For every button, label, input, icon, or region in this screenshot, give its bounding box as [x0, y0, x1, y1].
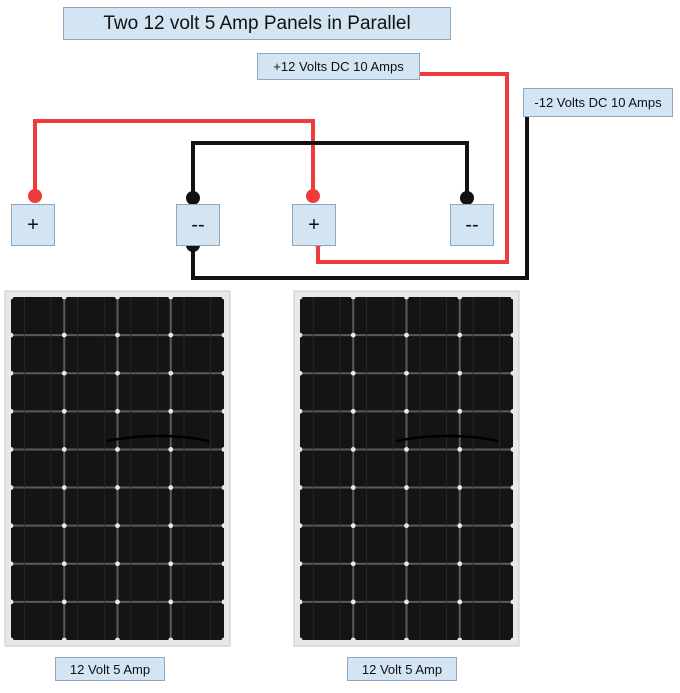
- panel-2-caption: 12 Volt 5 Amp: [347, 657, 457, 681]
- panel-1-caption: 12 Volt 5 Amp: [55, 657, 165, 681]
- negative-wire-output: [191, 117, 529, 280]
- positive-output-label: +12 Volts DC 10 Amps: [257, 53, 420, 80]
- negative-dot-3: [460, 191, 474, 205]
- negative-wire-top: [191, 141, 469, 198]
- panel-1-positive-terminal: +: [11, 204, 55, 246]
- panel-1-negative-terminal: --: [176, 204, 220, 246]
- solar-panel-2: [293, 290, 520, 647]
- positive-dot-1: [28, 189, 42, 203]
- panel-2-positive-terminal: +: [292, 204, 336, 246]
- panel-2-negative-terminal: --: [450, 204, 494, 246]
- positive-wire-left: [33, 119, 315, 196]
- negative-dot-1: [186, 191, 200, 205]
- diagram-title: Two 12 volt 5 Amp Panels in Parallel: [63, 7, 451, 40]
- positive-dot-2: [306, 189, 320, 203]
- negative-output-label: -12 Volts DC 10 Amps: [523, 88, 673, 117]
- positive-wire-output: [316, 72, 509, 264]
- solar-panel-1: [4, 290, 231, 647]
